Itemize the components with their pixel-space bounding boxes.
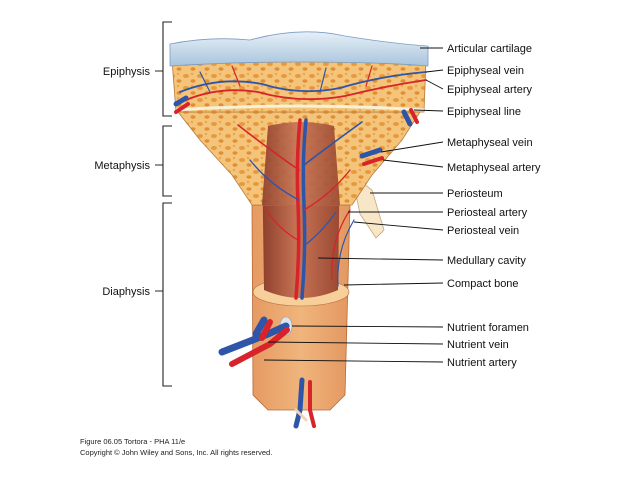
label-articular-cartilage: Articular cartilage <box>447 43 532 55</box>
structure-labels: Articular cartilage Epiphyseal vein Epip… <box>447 43 541 369</box>
leader-periosteal-vein <box>354 222 443 230</box>
leader-epiphyseal-artery <box>426 80 443 89</box>
region-label-epiphysis: Epiphysis <box>103 66 151 78</box>
epiphysis-bracket <box>163 22 172 116</box>
figure-caption-line1: Figure 06.05 Tortora - PHA 11/e <box>80 437 185 446</box>
label-periosteal-vein: Periosteal vein <box>447 225 519 237</box>
main-artery <box>296 120 300 298</box>
articular-cartilage <box>170 32 428 66</box>
leader-epiphyseal-vein <box>426 70 443 72</box>
metaphysis-bracket <box>163 126 172 196</box>
label-nutrient-foramen: Nutrient foramen <box>447 322 529 334</box>
leader-compact-bone <box>344 283 443 285</box>
label-periosteum: Periosteum <box>447 188 503 200</box>
label-periosteal-artery: Periosteal artery <box>447 207 528 219</box>
label-compact-bone: Compact bone <box>447 278 519 290</box>
label-medullary-cavity: Medullary cavity <box>447 255 526 267</box>
label-epiphyseal-vein: Epiphyseal vein <box>447 65 524 77</box>
region-label-diaphysis: Diaphysis <box>102 286 150 298</box>
figure-caption-line2: Copyright © John Wiley and Sons, Inc. Al… <box>80 448 272 457</box>
label-epiphyseal-artery: Epiphyseal artery <box>447 84 532 96</box>
region-brackets <box>155 22 172 386</box>
label-nutrient-vein: Nutrient vein <box>447 339 509 351</box>
label-epiphyseal-line: Epiphyseal line <box>447 106 521 118</box>
region-label-metaphysis: Metaphysis <box>94 160 150 172</box>
label-metaphyseal-vein: Metaphyseal vein <box>447 137 533 149</box>
diaphysis-bracket <box>163 203 172 386</box>
label-nutrient-artery: Nutrient artery <box>447 357 517 369</box>
leader-metaphyseal-artery <box>383 160 443 167</box>
label-metaphyseal-artery: Metaphyseal artery <box>447 162 541 174</box>
